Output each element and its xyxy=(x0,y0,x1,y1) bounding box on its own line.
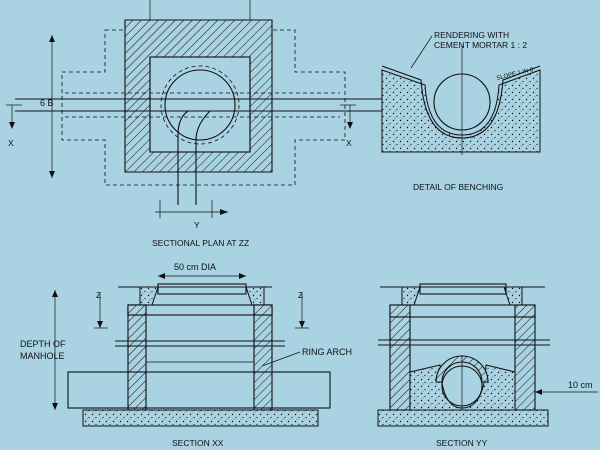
benching-concrete xyxy=(381,69,541,153)
rendering-leader xyxy=(410,35,433,69)
yy-slab-block xyxy=(389,304,411,318)
depth-label-1: DEPTH OF xyxy=(20,339,66,349)
six-b-arrow-top xyxy=(49,35,55,42)
xx-top-slab xyxy=(127,304,273,316)
z-arrow-left xyxy=(97,321,103,328)
xx-slab-block xyxy=(253,304,273,316)
depth-label-2: MANHOLE xyxy=(20,351,65,361)
xx-foundation xyxy=(82,409,319,427)
ten-cm-label: 10 cm xyxy=(568,380,593,390)
dia-label: 50 cm DIA xyxy=(174,262,216,272)
ring-arch-leader xyxy=(261,351,301,367)
rendering-label-2: CEMENT MORTAR 1 : 2 xyxy=(434,40,527,50)
dia-arrow-left xyxy=(158,273,165,279)
yy-slab-block xyxy=(514,304,536,318)
section-xx-caption: SECTION XX xyxy=(172,438,224,448)
yy-foundation xyxy=(377,409,549,427)
xx-cover xyxy=(157,283,247,295)
plan-chamber xyxy=(149,56,251,153)
z-arrow-right xyxy=(299,321,305,328)
x-arrow-left xyxy=(9,122,15,129)
ten-cm-arrow xyxy=(535,389,542,395)
x-label-right: X xyxy=(346,138,352,148)
xx-pipe xyxy=(67,371,331,409)
yy-top-slab xyxy=(389,304,536,318)
plan-branch-drain xyxy=(177,110,211,205)
x-label-left: X xyxy=(8,138,14,148)
detail-benching: RENDERING WITH CEMENT MORTAR 1 : 2 SLOPE… xyxy=(381,30,541,192)
plan-foundation-outline xyxy=(61,29,346,186)
depth-arrow-bottom xyxy=(52,403,58,410)
sectional-plan-caption: SECTIONAL PLAN AT ZZ xyxy=(152,238,249,248)
yy-wall-left xyxy=(389,316,411,411)
z-label-left: Z xyxy=(96,290,101,300)
yy-pipe-ring xyxy=(435,355,489,383)
y-label: Y xyxy=(194,220,200,230)
section-xx: 50 cm DIA Z Z DEPTH OF MANHOLE RING xyxy=(20,262,352,448)
section-yy: 10 cm SECTION YY xyxy=(377,283,598,448)
xx-cover-frame xyxy=(139,286,265,306)
z-label-right: Z xyxy=(298,290,303,300)
ring-arch-label: RING ARCH xyxy=(302,347,352,357)
six-b-label: 6 B xyxy=(40,98,54,108)
xx-wall-right xyxy=(253,304,273,411)
depth-arrow-top xyxy=(52,290,58,297)
yy-wall-right xyxy=(514,316,536,411)
sectional-plan: 6 B X X Y SECTIONAL PLAN AT ZZ xyxy=(6,0,390,248)
x-arrow-right xyxy=(347,122,353,129)
plan-shaft-circle xyxy=(164,69,236,141)
section-yy-caption: SECTION YY xyxy=(436,438,488,448)
detail-benching-caption: DETAIL OF BENCHING xyxy=(413,182,503,192)
xx-chamber-inner xyxy=(145,314,255,411)
yy-benching xyxy=(409,364,516,411)
plan-shaft-circle-dashed xyxy=(160,65,240,145)
rendering-label-1: RENDERING WITH xyxy=(434,30,509,40)
dia-arrow-right xyxy=(239,273,246,279)
xx-slab-block xyxy=(127,304,147,316)
xx-wall-left xyxy=(127,304,147,411)
six-b-arrow-bottom xyxy=(49,171,55,178)
y-arrow xyxy=(220,209,228,215)
yy-cover xyxy=(419,283,507,295)
